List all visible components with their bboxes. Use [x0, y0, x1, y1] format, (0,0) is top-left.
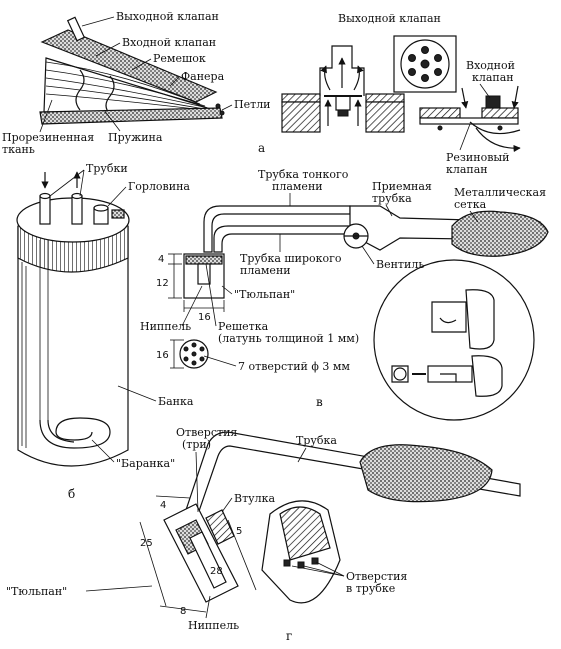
label-thin-flame-tube: Трубка тонкого	[258, 168, 349, 181]
inlet-valve-plate	[393, 35, 457, 93]
metal-mesh-handle	[451, 210, 549, 257]
label-holes-three-2: (три)	[182, 438, 211, 451]
outlet-valve-nozzle	[66, 16, 86, 42]
caption-v: в	[316, 395, 323, 409]
label-holes: 7 отверстий ϕ 3 мм	[238, 360, 350, 373]
label-wide-flame-tube-2: пламени	[240, 264, 291, 277]
figure-a-left-labels: Выходной клапан Входной клапан Ремешок Ф…	[2, 10, 271, 156]
label-strap: Ремешок	[153, 52, 206, 65]
dim-16-v: 16	[156, 350, 169, 361]
caption-a: а	[258, 141, 265, 155]
label-tulip-g: "Тюльпан"	[6, 585, 67, 598]
dim-8-g: 8	[180, 606, 186, 617]
label-grid: Решетка	[218, 320, 269, 333]
figure-a-valves	[281, 35, 521, 153]
label-rubber-fabric-2: ткань	[2, 143, 35, 156]
label-tube-holes: Отверстия	[346, 570, 407, 583]
label-holes-three: Отверстия	[176, 426, 237, 439]
label-receiving-tube-2: трубка	[372, 192, 412, 205]
figure-a-right-labels: Выходной клапан Входной клапан Резиновый…	[258, 12, 515, 176]
label-metal-mesh-2: сетка	[454, 198, 487, 211]
dim-5-g: 5	[236, 526, 242, 537]
label-receiving-tube: Приемная	[372, 180, 432, 193]
label-tube-g: Трубка	[296, 434, 337, 447]
label-tube-holes-2: в трубке	[346, 582, 395, 595]
figure-v-labels: Трубка тонкого пламени Приемная трубка М…	[140, 168, 546, 409]
figure-g-assembly	[139, 431, 521, 613]
figure-b-can	[16, 171, 130, 467]
label-outlet-valve: Выходной клапан	[116, 10, 219, 23]
label-rubber-valve-2: клапан	[446, 163, 488, 176]
label-valve: Вентиль	[376, 258, 424, 271]
caption-b: б	[68, 487, 75, 501]
label-inlet-valve-right: Входной	[466, 59, 515, 72]
label-nipple-g: Ниппель	[188, 619, 239, 632]
handle-g	[359, 444, 493, 503]
label-bagel: "Баранка"	[116, 457, 175, 470]
label-rubber-valve: Резиновый	[446, 151, 509, 164]
label-grid-2: (латунь толщиной 1 мм)	[218, 332, 359, 345]
figure-b-labels: Трубки Горловина Банка "Баранка" б	[49, 162, 194, 501]
dim-28-g: 28	[210, 566, 223, 577]
figure-g-labels: Отверстия (три) Трубка Втулка "Тюльпан" …	[6, 426, 407, 643]
dim-4-g: 4	[160, 500, 166, 511]
label-tubes: Трубки	[86, 162, 128, 175]
label-thin-flame-tube-2: пламени	[272, 180, 323, 193]
label-plywood: Фанера	[181, 70, 225, 83]
label-tulip-v: "Тюльпан"	[234, 288, 295, 301]
caption-g: г	[286, 629, 292, 643]
valve-detail	[373, 259, 535, 421]
dim-16-h: 16	[198, 312, 211, 323]
label-metal-mesh: Металлическая	[454, 186, 546, 199]
label-rubber-fabric: Прорезиненная	[2, 131, 94, 144]
dim-25-g: 25	[140, 538, 153, 549]
figure-v-burner	[168, 205, 549, 421]
label-neck: Горловина	[128, 180, 190, 193]
label-inlet-valve-right-2: клапан	[472, 71, 514, 84]
label-spring: Пружина	[108, 131, 163, 144]
label-wide-flame-tube: Трубка широкого	[240, 252, 342, 265]
plywood-bottom	[39, 107, 223, 125]
label-can: Банка	[158, 395, 194, 408]
label-inlet-valve: Входной клапан	[122, 36, 216, 49]
dim-12-v: 12	[156, 278, 169, 289]
label-outlet-valve-right: Выходной клапан	[338, 12, 441, 25]
dim-4-v: 4	[158, 254, 164, 265]
label-hinges: Петли	[234, 98, 271, 111]
label-nipple-v: Ниппель	[140, 320, 191, 333]
label-sleeve: Втулка	[234, 492, 276, 505]
